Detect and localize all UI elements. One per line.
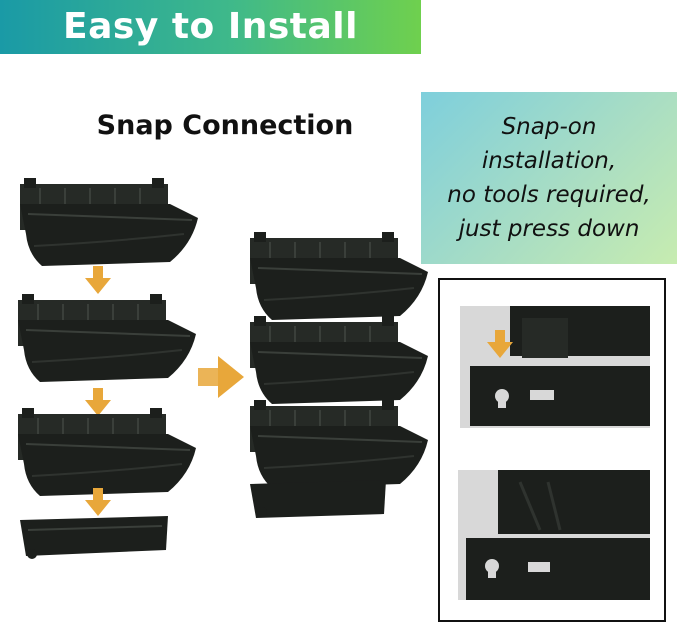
banner-title: Easy to Install bbox=[63, 6, 358, 47]
planter-3 bbox=[17, 407, 197, 497]
note-line-1: Snap-on bbox=[501, 114, 597, 140]
assembled-drip-tray bbox=[250, 480, 386, 518]
drip-tray bbox=[20, 516, 168, 559]
assembled-planter-2 bbox=[249, 315, 429, 405]
planter-1 bbox=[19, 177, 199, 267]
assembled-planter-1 bbox=[249, 231, 429, 321]
section-title: Snap Connection bbox=[96, 110, 354, 141]
assembled-planter-3 bbox=[249, 399, 429, 489]
planter-2 bbox=[17, 293, 197, 383]
note-line-3: no tools required, bbox=[447, 182, 651, 208]
closeup-before-snap bbox=[460, 306, 650, 428]
note-line-4: just press down bbox=[458, 216, 640, 242]
info-note-box: Snap-on installation, no tools required,… bbox=[421, 92, 677, 264]
closeup-after-snap bbox=[458, 470, 650, 600]
note-line-2: installation, bbox=[481, 148, 617, 174]
down-arrow-icon bbox=[85, 388, 111, 416]
down-arrow-icon bbox=[85, 266, 111, 294]
right-arrow-icon bbox=[198, 356, 244, 398]
title-banner bbox=[0, 0, 421, 54]
